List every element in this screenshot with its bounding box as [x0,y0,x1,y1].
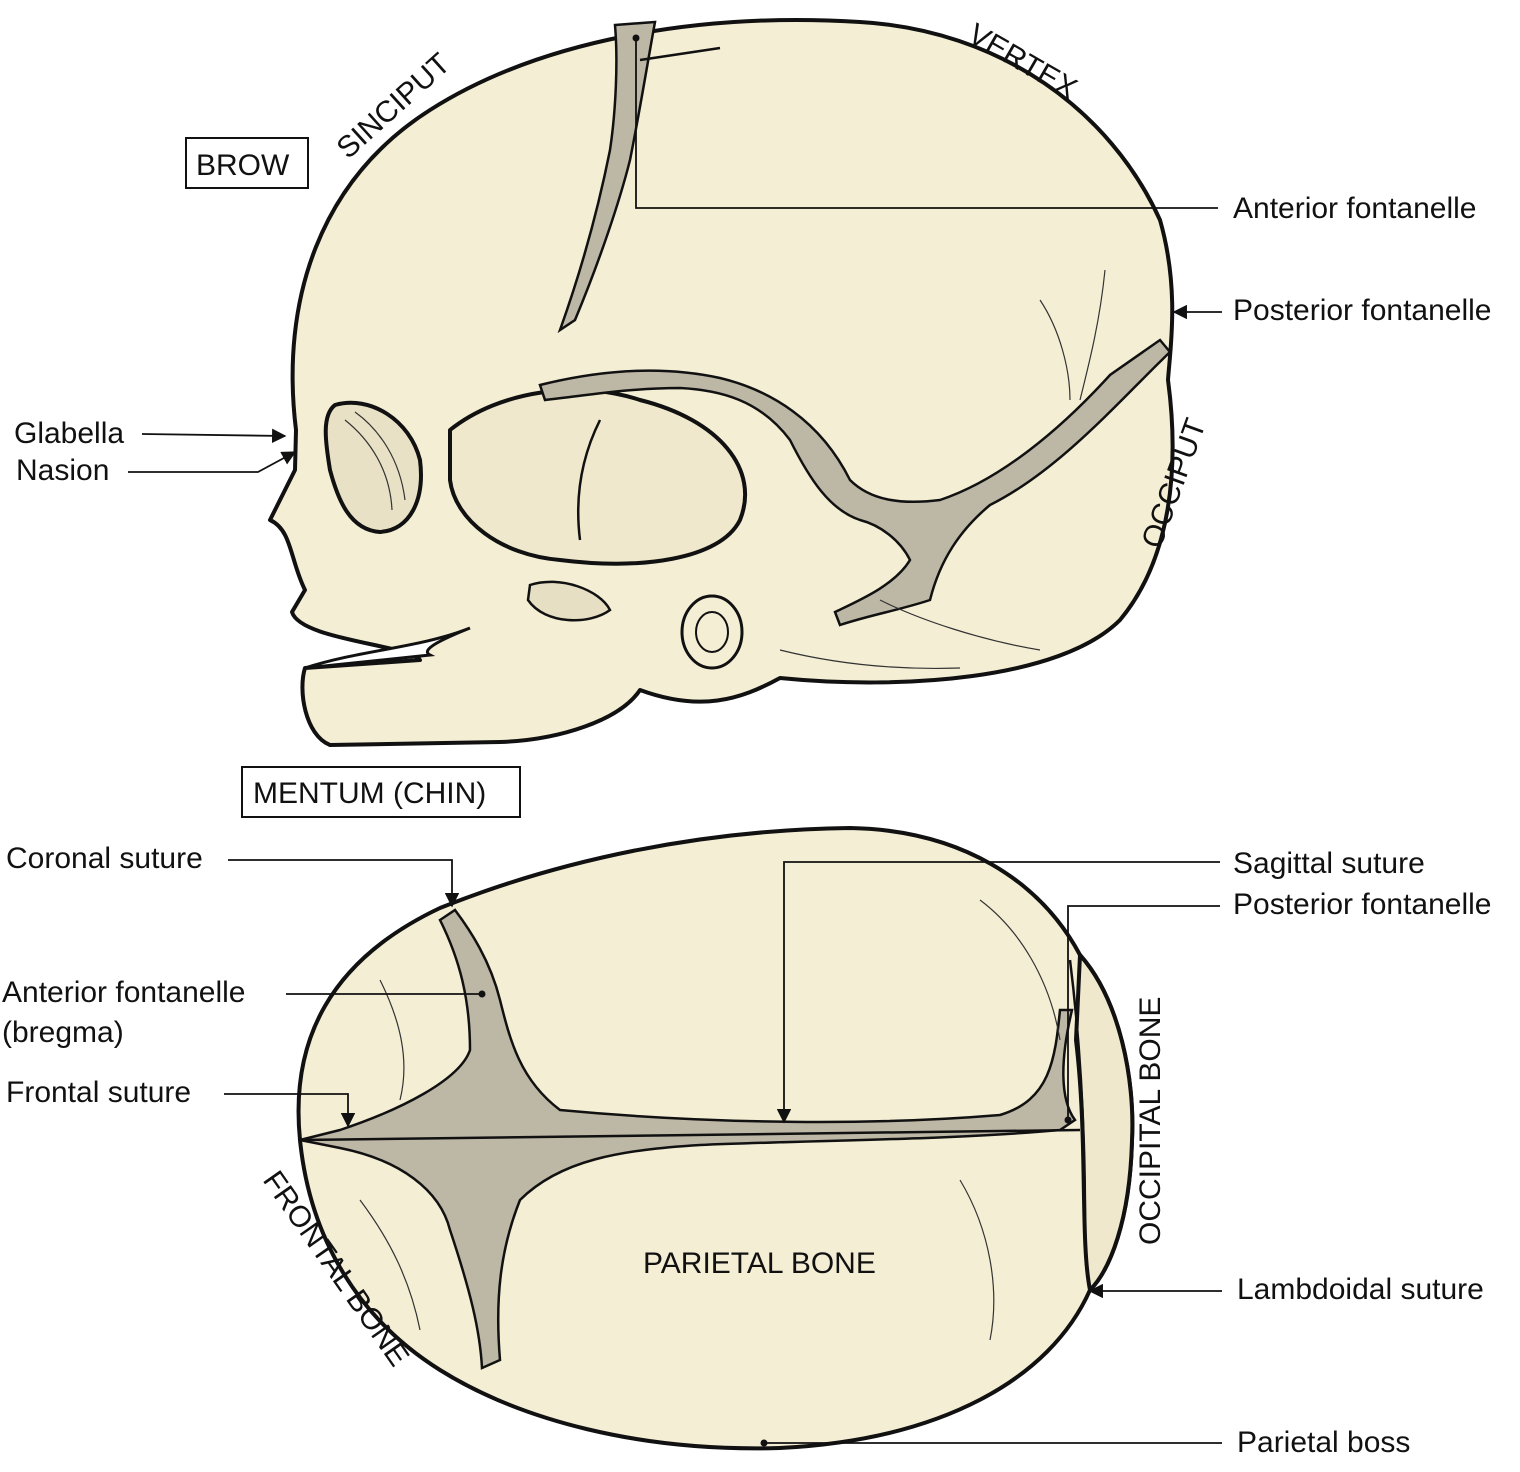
ear-opening [680,594,744,670]
anterior-fontanelle-top-label-1: Anterior fontanelle [2,976,246,1009]
parietal-bone-label: PARIETAL BONE [643,1247,876,1280]
orbit [323,400,423,534]
brow-box [185,137,309,189]
frontal-suture-label: Frontal suture [6,1076,191,1109]
occipital-bone-label: OCCIPITAL BONE [1134,997,1167,1245]
nasion-label: Nasion [16,454,109,487]
mentum-box [241,766,521,818]
mentum-label: MENTUM (CHIN) [253,777,486,810]
top-anterior-fontanelle [299,908,1077,1370]
posterior-fontanelle-top-label: Posterior fontanelle [1233,888,1492,921]
top-skull [296,826,1135,1451]
posterior-fontanelle-label-lateral: Posterior fontanelle [1233,294,1492,327]
sagittal-suture-label: Sagittal suture [1233,847,1425,880]
lateral-skull [268,18,1175,747]
lateral-lambdoid-band [538,338,1172,627]
coronal-suture-label: Coronal suture [6,842,203,875]
glabella-label: Glabella [14,417,124,450]
lambdoidal-suture-label: Lambdoidal suture [1237,1273,1484,1306]
lateral-anterior-fontanelle [557,20,657,334]
parietal-boss-label: Parietal boss [1237,1426,1410,1459]
brow-label: BROW [196,149,290,182]
anterior-fontanelle-label: Anterior fontanelle [1233,192,1477,225]
anterior-fontanelle-top-label-2: (bregma) [2,1016,124,1049]
